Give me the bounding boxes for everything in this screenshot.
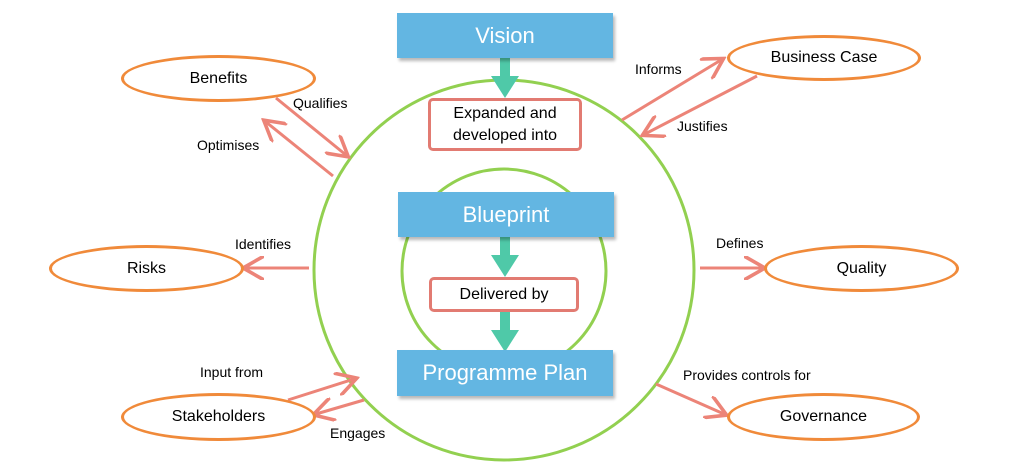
- arrow-informs: [621, 60, 721, 122]
- label-identifies: Identifies: [235, 236, 292, 252]
- programme-plan-box: Programme Plan: [397, 350, 613, 396]
- stakeholders-oval: Stakeholders: [121, 393, 316, 441]
- benefits-oval: Benefits: [121, 55, 316, 102]
- expanded-line-2: developed into: [452, 126, 558, 144]
- label-justifies: Justifies: [677, 118, 728, 134]
- label-engages: Engages: [330, 425, 386, 441]
- expanded-developed-box: Expanded and developed into: [428, 98, 582, 151]
- expanded-line-1: Expanded and: [453, 104, 557, 122]
- blueprint-box: Blueprint: [398, 192, 614, 237]
- arrow-justifies: [645, 74, 758, 134]
- label-informs: Informs: [635, 61, 682, 77]
- governance-oval: Governance: [727, 393, 920, 441]
- delivered-by-box: Delivered by: [429, 277, 579, 312]
- label-defines: Defines: [716, 235, 764, 251]
- flow-arrow-blueprint-to-delivered: [491, 237, 519, 277]
- arrow-optimises: [266, 122, 334, 178]
- arrow-qualifies: [275, 96, 346, 155]
- flow-arrow-vision-to-expanded: [491, 58, 519, 98]
- vision-box: Vision: [397, 13, 613, 58]
- business-case-oval: Business Case: [727, 35, 921, 81]
- arrow-engages: [316, 400, 365, 414]
- label-input-from: Input from: [200, 364, 264, 380]
- flow-arrow-delivered-to-plan: [491, 312, 519, 352]
- arrow-provides-controls: [655, 382, 724, 414]
- quality-oval: Quality: [764, 245, 959, 292]
- label-qualifies: Qualifies: [293, 95, 348, 111]
- risks-oval: Risks: [49, 245, 244, 292]
- arrow-input-from: [287, 379, 354, 402]
- label-provides-controls-for: Provides controls for: [683, 367, 811, 383]
- label-optimises: Optimises: [197, 137, 260, 153]
